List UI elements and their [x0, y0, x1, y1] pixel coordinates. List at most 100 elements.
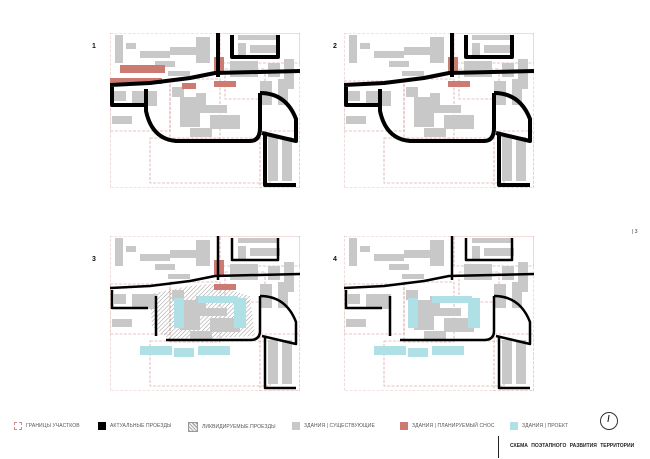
plot-boundary	[259, 333, 300, 391]
existing-building	[349, 238, 357, 266]
existing-building	[278, 282, 288, 308]
hatch-swatch	[188, 422, 198, 432]
plot-boundary	[453, 236, 534, 267]
existing-building	[210, 318, 240, 332]
existing-building	[238, 246, 246, 260]
existing-building	[439, 105, 461, 113]
existing-building	[430, 240, 444, 266]
existing-building	[180, 97, 200, 127]
existing-building	[348, 294, 360, 304]
road	[110, 272, 300, 290]
existing-building	[268, 340, 278, 384]
plot-boundary	[344, 80, 405, 132]
plot-boundary	[110, 283, 171, 335]
plot-boundary	[383, 137, 505, 184]
existing-building	[484, 248, 514, 256]
legend-demolition: ЗДАНИЯ | ПЛАНИРУЕМЫЙ СНОС	[400, 422, 495, 430]
existing-swatch	[292, 422, 300, 430]
demolition-building	[110, 78, 162, 84]
needle	[607, 414, 610, 423]
existing-building	[282, 340, 292, 384]
existing-building	[518, 59, 528, 89]
existing-building	[155, 61, 175, 67]
existing-building	[430, 296, 440, 316]
north-arrow-icon	[600, 412, 618, 430]
existing-building	[404, 47, 439, 55]
existing-building	[190, 331, 212, 340]
road	[263, 336, 296, 390]
road	[259, 91, 298, 143]
existing-building	[366, 294, 391, 309]
legend-boundary: ГРАНИЦЫ УЧАСТКОВ	[14, 422, 80, 430]
road	[110, 87, 148, 107]
plot-boundary	[493, 130, 534, 188]
existing-building	[404, 250, 439, 258]
road	[230, 35, 280, 59]
legend-roads: АКТУАЛЬНЫЕ ПРОЕЗДЫ	[98, 422, 171, 430]
existing-building	[424, 331, 446, 340]
existing-building	[472, 35, 512, 40]
road	[344, 272, 534, 290]
existing-building	[238, 43, 246, 57]
road	[110, 290, 148, 310]
demolition-building	[214, 284, 236, 290]
existing-building	[374, 51, 404, 58]
project-building	[432, 296, 472, 303]
existing-building	[444, 318, 474, 332]
demolition-swatch	[400, 422, 408, 430]
existing-building	[464, 61, 492, 77]
demolition-building	[214, 81, 236, 87]
road	[497, 336, 530, 390]
existing-building	[512, 282, 522, 308]
sheet-title: СХЕМА ПОЭТАПНОГО РАЗВИТИЯ ТЕРРИТОРИИ	[510, 443, 635, 449]
existing-building	[238, 35, 278, 40]
existing-building	[168, 71, 190, 76]
existing-building	[389, 61, 409, 67]
existing-building	[140, 254, 170, 261]
existing-building	[278, 79, 288, 105]
project-building	[468, 298, 480, 328]
existing-building	[196, 296, 206, 316]
existing-building	[402, 274, 424, 279]
road	[110, 69, 300, 87]
existing-building	[205, 308, 227, 316]
legend-existing: ЗДАНИЯ | СУЩЕСТВУЮЩИЕ	[292, 422, 375, 430]
existing-building	[268, 137, 278, 181]
existing-building	[348, 91, 360, 101]
plot-boundary	[259, 130, 300, 188]
legend-label: ЗДАНИЯ | ПРОЕКТ	[522, 423, 569, 429]
existing-building	[439, 308, 461, 316]
road	[388, 296, 496, 342]
existing-building	[472, 43, 480, 57]
legend-label: ЗДАНИЯ | СУЩЕСТВУЮЩИЕ	[304, 423, 375, 429]
project-building	[198, 296, 238, 303]
demolition-building	[182, 83, 196, 89]
demolition-building	[448, 81, 470, 87]
project-building	[234, 298, 246, 328]
existing-building	[126, 246, 136, 252]
existing-building	[472, 238, 512, 243]
existing-building	[516, 340, 526, 384]
existing-building	[172, 290, 184, 300]
existing-building	[268, 266, 280, 280]
existing-building	[430, 37, 444, 63]
existing-building	[250, 45, 280, 53]
existing-building	[170, 47, 205, 55]
road	[344, 87, 382, 107]
legend-removed-roads: ЛИКВИДИРУЕМЫЕ ПРОЕЗДЫ	[188, 422, 276, 432]
road	[259, 294, 298, 346]
existing-building	[360, 43, 370, 49]
existing-building	[516, 137, 526, 181]
road	[378, 89, 496, 143]
road	[344, 69, 534, 87]
roads-swatch	[98, 422, 106, 430]
phase-3-label: 3	[92, 256, 96, 263]
existing-building	[502, 266, 514, 280]
existing-building	[190, 128, 212, 137]
road	[344, 290, 382, 310]
road	[263, 133, 296, 187]
project-building	[174, 348, 194, 357]
road	[493, 91, 532, 143]
existing-building	[205, 105, 227, 113]
existing-building	[402, 71, 424, 76]
